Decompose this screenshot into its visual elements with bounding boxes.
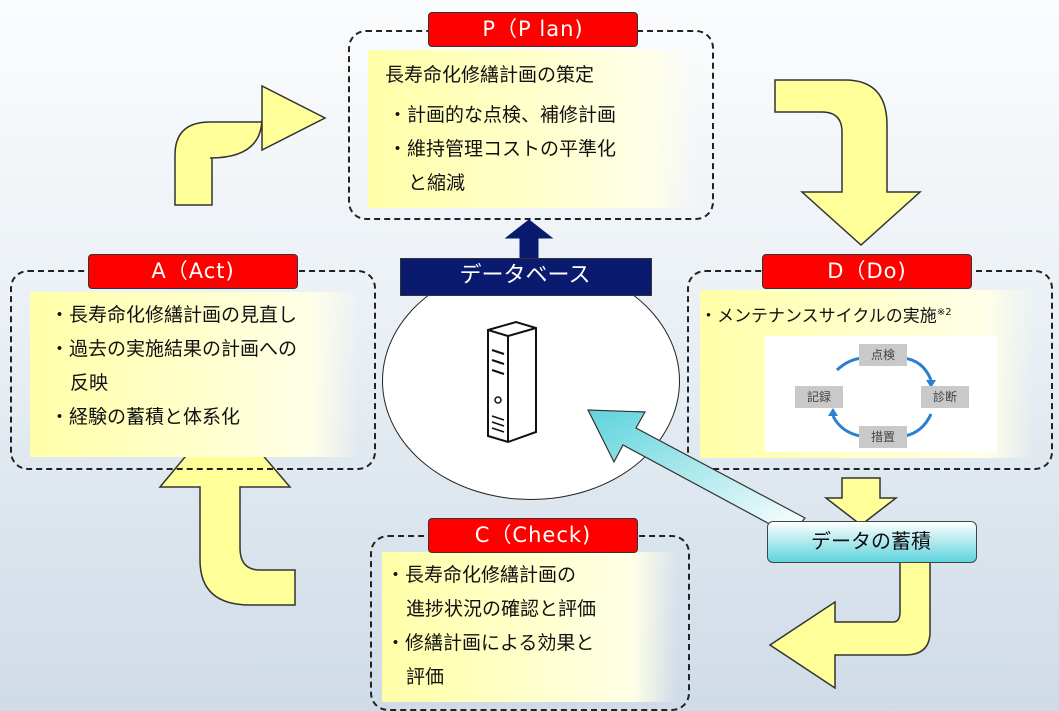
plan-panel-fill (368, 50, 698, 208)
cycle-step-inspection: 点検 (859, 344, 907, 366)
arrow-do-down (823, 477, 899, 526)
check-panel-fill (382, 552, 677, 702)
arrow-database-to-plan (504, 219, 554, 259)
check-phase-label: C（Check) (428, 518, 638, 553)
do-phase-label: D（Do) (762, 254, 972, 289)
arrow-act-to-plan (174, 84, 327, 206)
act-bullet-3: 反映 (70, 372, 109, 394)
act-bullet-2: ・過去の実施結果の計画への (50, 338, 298, 360)
do-bullet-text: ・メンテナンスサイクルの実施 (700, 306, 937, 327)
check-bullet-2: 進捗状況の確認と評価 (406, 598, 597, 620)
act-bullet-4: ・経験の蓄積と体系化 (50, 406, 241, 428)
cycle-step-measures: 措置 (859, 426, 907, 448)
maintenance-cycle-image: 点検 診断 措置 記録 (765, 336, 997, 452)
check-bullet-3: ・修繕計画による効果と (386, 632, 595, 654)
act-panel-fill (30, 292, 360, 457)
do-bullet: ・メンテナンスサイクルの実施※2 (700, 298, 952, 332)
cycle-step-record: 記録 (795, 386, 843, 408)
check-bullet-4: 評価 (406, 666, 445, 688)
check-bullet-1: ・長寿命化修繕計画の (386, 564, 577, 586)
accumulation-label: データの蓄積 (811, 529, 931, 553)
cycle-step-diagnosis: 診断 (921, 386, 969, 408)
arrow-plan-to-do (774, 79, 922, 247)
plan-bullet-3: と縮減 (408, 172, 466, 194)
act-bullet-1: ・長寿命化修繕計画の見直し (50, 304, 298, 326)
arrow-accumulation-to-database (587, 409, 806, 536)
server-tower-icon (487, 320, 537, 444)
accumulation-badge (767, 521, 977, 563)
arrow-do-to-check (768, 551, 931, 690)
database-label-box (400, 258, 652, 296)
plan-bullet-1: ・計画的な点検、補修計画 (388, 104, 617, 126)
database-label: データベース (459, 263, 591, 288)
act-phase-label: A（Act) (88, 254, 298, 289)
plan-phase-label: P（P lan) (428, 12, 638, 47)
do-footnote-mark: ※2 (936, 307, 952, 318)
plan-heading: 長寿命化修繕計画の策定 (385, 64, 595, 86)
plan-bullet-2: ・維持管理コストの平準化 (388, 138, 617, 160)
